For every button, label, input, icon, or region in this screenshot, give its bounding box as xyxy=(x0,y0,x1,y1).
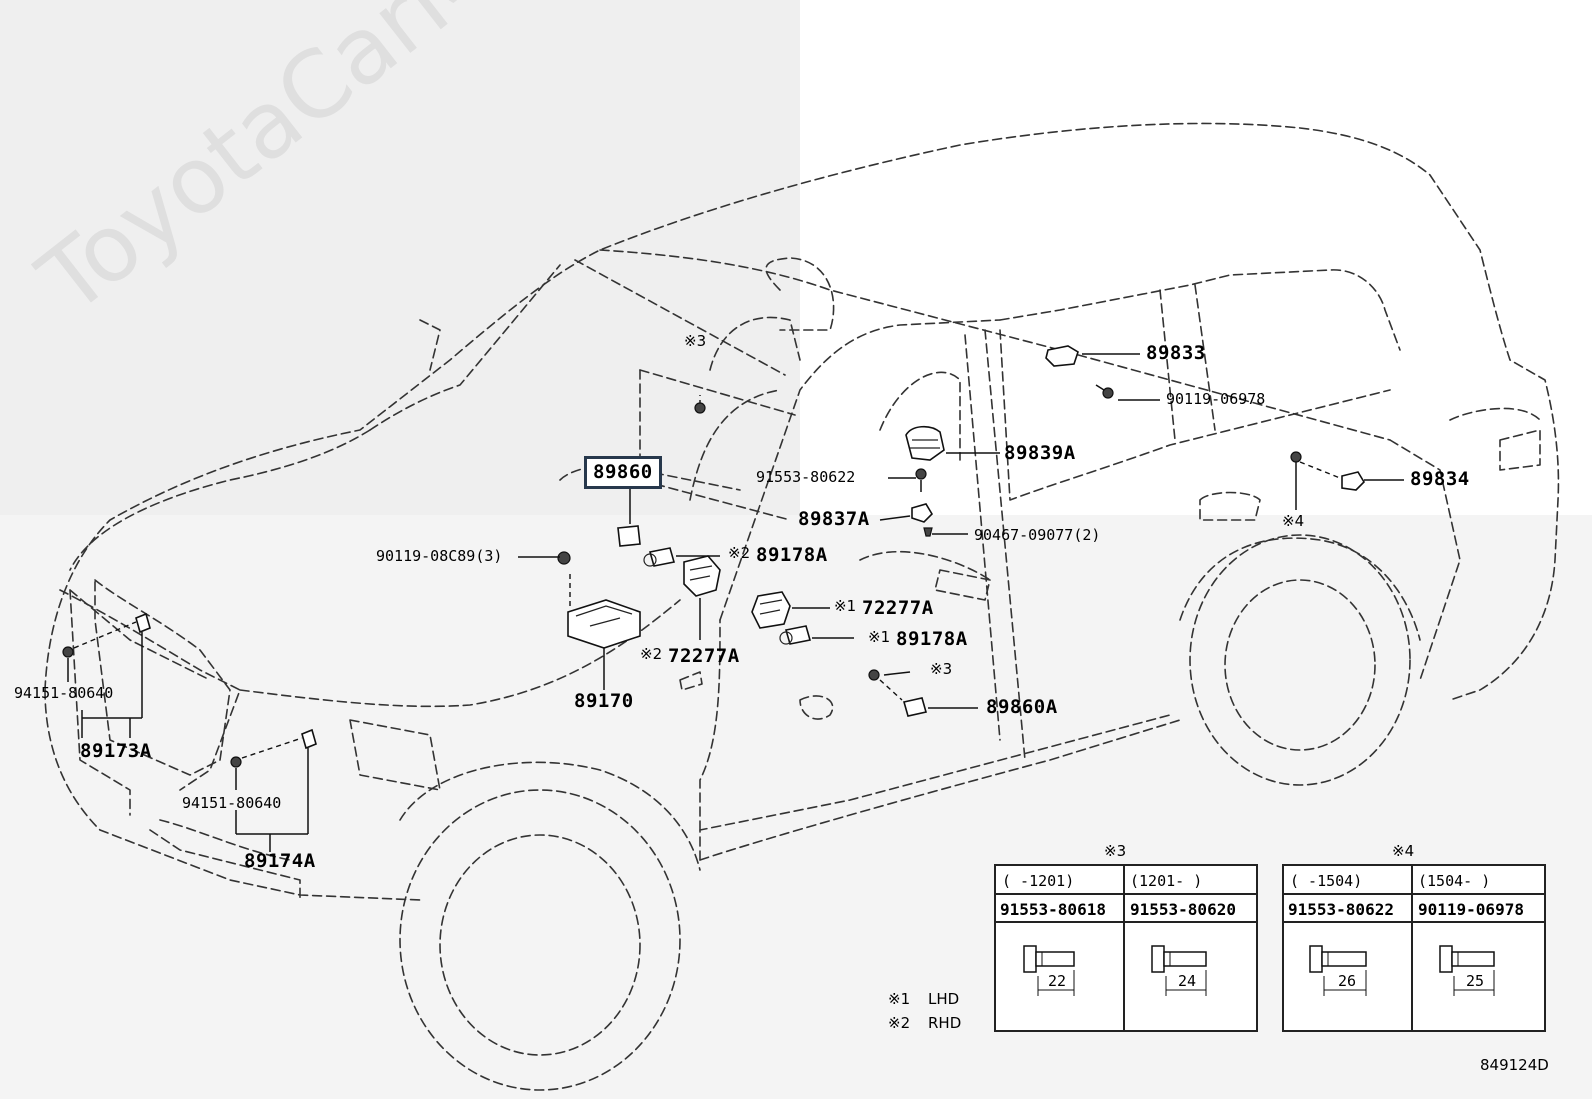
label-89178A-rhd: 89178A xyxy=(756,544,828,566)
part-89834-sensor xyxy=(1341,471,1366,491)
table-3-col1-length: 22 xyxy=(1048,972,1067,990)
table-3-grid xyxy=(996,866,1256,1030)
table-4-col2-length: 25 xyxy=(1466,972,1485,990)
note-mark-rhd: ※2 xyxy=(640,645,663,663)
label-89170: 89170 xyxy=(574,690,634,712)
bolt-drawing xyxy=(1309,945,1367,996)
part-72277A-rhd xyxy=(683,555,721,597)
label-90119-06978: 90119-06978 xyxy=(1166,390,1266,408)
guide-box xyxy=(639,369,796,416)
table-4: ( -1504) (1504- ) 91553-80622 90119-0697… xyxy=(1282,864,1546,1032)
label-89834: 89834 xyxy=(1410,468,1470,490)
note-mark-3: ※3 xyxy=(930,660,953,678)
table-3-mark: ※3 xyxy=(1104,842,1127,860)
label-89837A: 89837A xyxy=(798,508,870,530)
guide-box xyxy=(639,369,791,521)
part-89178A-rhd xyxy=(643,547,676,567)
part-90119-06978-bolt xyxy=(1095,384,1114,399)
label-89833: 89833 xyxy=(1146,342,1206,364)
part-91553-bolt-right xyxy=(1290,451,1302,463)
label-89839A: 89839A xyxy=(1004,442,1076,464)
part-89860-sensor xyxy=(617,525,641,547)
label-89860A: 89860A xyxy=(986,696,1058,718)
label-89860-highlighted[interactable]: 89860 xyxy=(584,456,662,489)
label-72277A-lhd: 72277A xyxy=(862,597,934,619)
diagram-id: 849124D xyxy=(1480,1056,1549,1074)
table-3-col1-range: ( -1201) xyxy=(1002,872,1075,890)
part-89837A-sensor xyxy=(911,503,934,523)
label-89174A: 89174A xyxy=(244,850,316,872)
legend-rhd: RHD xyxy=(928,1014,962,1032)
table-3-col2-part: 91553-80620 xyxy=(1130,900,1236,919)
legend-lhd: LHD xyxy=(928,990,960,1008)
note-mark-4: ※4 xyxy=(1282,512,1305,530)
part-89178A-lhd xyxy=(779,625,812,645)
background-panel xyxy=(0,0,800,515)
table-4-col2-part: 90119-06978 xyxy=(1418,900,1524,919)
part-89833-sensor xyxy=(1045,345,1079,367)
table-4-col1-part: 91553-80622 xyxy=(1288,900,1394,919)
part-72277A-lhd xyxy=(751,591,791,629)
table-4-col1-length: 26 xyxy=(1338,972,1357,990)
table-4-grid xyxy=(1284,866,1544,1030)
label-94151-80640: 94151-80640 xyxy=(14,684,114,702)
part-89173A-sensor xyxy=(62,612,151,658)
note-mark-lhd: ※1 xyxy=(868,628,891,646)
legend-rhd-mark: ※2 xyxy=(888,1014,911,1032)
label-91553-80622: 91553-80622 xyxy=(756,468,856,486)
vehicle-outline xyxy=(44,122,1560,1091)
label-72277A-rhd: 72277A xyxy=(668,645,740,667)
table-4-col2-range: (1504- ) xyxy=(1418,872,1491,890)
note-mark-3: ※3 xyxy=(684,332,707,350)
label-90467-09077: 90467-09077(2) xyxy=(974,526,1101,544)
label-89178A-lhd: 89178A xyxy=(896,628,968,650)
part-89860A-sensor xyxy=(868,669,928,717)
note-mark-lhd: ※1 xyxy=(834,597,857,615)
leader-lines xyxy=(67,353,1404,852)
table-3-col2-range: (1201- ) xyxy=(1130,872,1203,890)
part-90467-clip xyxy=(923,527,933,537)
bolt-drawing xyxy=(1151,945,1207,996)
label-90119-08C89: 90119-08C89(3) xyxy=(376,547,503,565)
label-89173A: 89173A xyxy=(80,740,152,762)
part-89839A-sensor xyxy=(905,425,945,461)
bolt-drawing xyxy=(1023,945,1075,996)
table-3: ( -1201) (1201- ) 91553-80618 91553-8062… xyxy=(994,864,1258,1032)
part-91553-80622-bolt xyxy=(915,468,927,492)
note-mark-rhd: ※2 xyxy=(728,544,751,562)
table-3-col1-part: 91553-80618 xyxy=(1000,900,1106,919)
label-94151-80640: 94151-80640 xyxy=(182,794,282,812)
table-4-col1-range: ( -1504) xyxy=(1290,872,1363,890)
bolt-drawing xyxy=(1439,945,1495,996)
legend-lhd-mark: ※1 xyxy=(888,990,911,1008)
part-89170-ecu xyxy=(557,551,641,649)
table-3-col2-length: 24 xyxy=(1178,972,1197,990)
table-4-mark: ※4 xyxy=(1392,842,1415,860)
part-89174A-sensor xyxy=(230,728,317,768)
